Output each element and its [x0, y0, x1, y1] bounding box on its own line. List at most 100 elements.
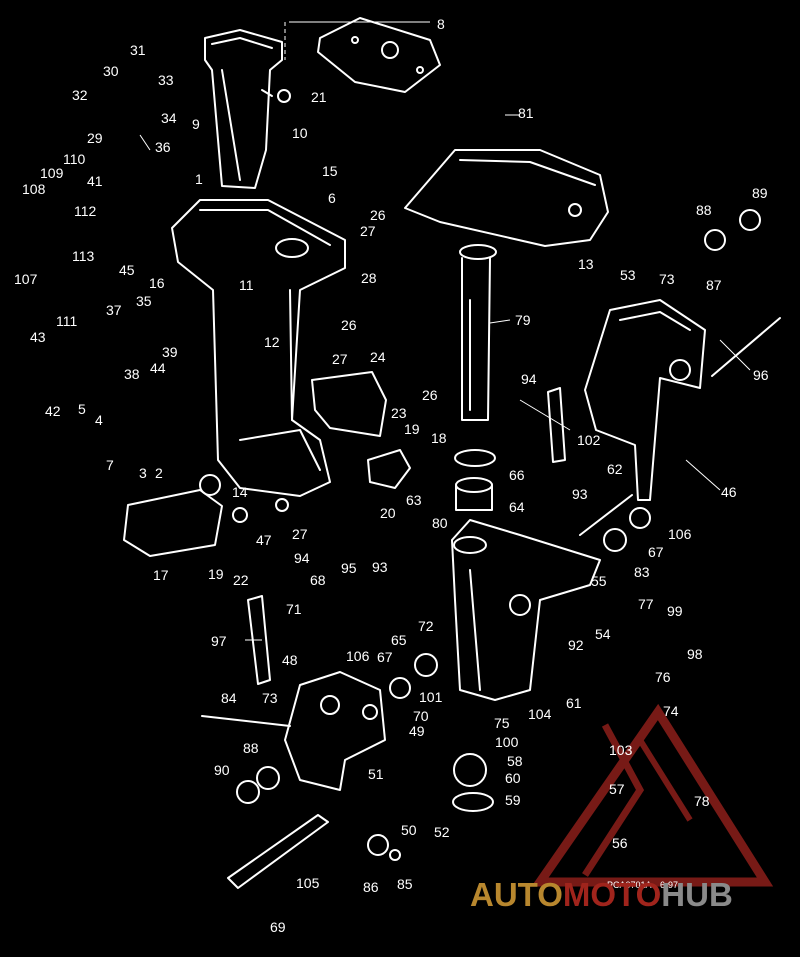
callout-23: 23 [391, 405, 407, 421]
transom-plate-part [227, 814, 329, 889]
callout-3: 3 [139, 465, 147, 481]
callout-22: 22 [233, 572, 249, 588]
callout-56: 56 [612, 835, 628, 851]
watermark-logo-icon [531, 703, 774, 887]
callout-52: 52 [434, 824, 450, 840]
callout-47: 47 [256, 532, 272, 548]
bolt-part [579, 494, 633, 536]
callout-41: 41 [87, 173, 103, 189]
callout-88a: 88 [696, 202, 712, 218]
callout-105: 105 [296, 875, 320, 891]
callout-106b: 106 [346, 648, 370, 664]
callout-21: 21 [311, 89, 327, 105]
callout-92: 92 [568, 637, 584, 653]
callout-26c: 26 [422, 387, 438, 403]
callout-15: 15 [322, 163, 338, 179]
watermark-auto: AUTO [470, 876, 563, 913]
callout-108: 108 [22, 181, 46, 197]
callout-26b: 26 [341, 317, 357, 333]
steering-tube-part [459, 244, 497, 421]
watermark-text: AUTOMOTOHUB [470, 876, 733, 914]
callout-42: 42 [45, 403, 61, 419]
callout-11: 11 [239, 277, 254, 293]
callout-19b: 19 [208, 566, 224, 582]
callout-98: 98 [687, 646, 703, 662]
callout-49: 49 [409, 723, 425, 739]
callout-24: 24 [370, 349, 386, 365]
callout-18: 18 [431, 430, 447, 446]
callout-10: 10 [292, 125, 308, 141]
callout-96: 96 [753, 367, 769, 383]
callout-1: 1 [195, 171, 203, 187]
cover-part [123, 489, 223, 557]
callout-30: 30 [103, 63, 119, 79]
tilt-rod-part [711, 317, 781, 377]
callout-73a: 73 [659, 271, 675, 287]
callout-74: 74 [663, 703, 679, 719]
drawing-date-label: 6-97 [660, 880, 679, 890]
callout-16: 16 [149, 275, 165, 291]
callout-68: 68 [310, 572, 326, 588]
callout-50: 50 [401, 822, 417, 838]
callout-43: 43 [30, 329, 46, 345]
callout-27b: 27 [332, 351, 348, 367]
callout-113: 113 [72, 248, 95, 264]
callout-81: 81 [518, 105, 534, 121]
callout-44: 44 [150, 360, 166, 376]
callout-94a: 94 [521, 371, 537, 387]
tilt-arm-parts [247, 387, 566, 685]
callout-89: 89 [752, 185, 768, 201]
callout-6: 6 [328, 190, 336, 206]
callout-58: 58 [507, 753, 523, 769]
callout-39: 39 [162, 344, 178, 360]
callout-26a: 26 [370, 207, 386, 223]
callout-101: 101 [419, 689, 443, 705]
watermark-moto: MOTO [562, 876, 662, 913]
callout-69: 69 [270, 919, 286, 935]
callout-84: 84 [221, 690, 237, 706]
callout-87: 87 [706, 277, 722, 293]
callout-5: 5 [78, 401, 86, 417]
gasket-plate-part [317, 17, 441, 93]
callout-17: 17 [153, 567, 169, 583]
callout-4: 4 [95, 412, 103, 428]
callout-48: 48 [282, 652, 298, 668]
watermark-hub: HUB [661, 876, 733, 913]
callout-83: 83 [634, 564, 650, 580]
drawing-code-label: PCA0701A [607, 880, 652, 890]
through-bolt-part [201, 715, 291, 727]
callout-12: 12 [264, 334, 280, 350]
callout-35: 35 [136, 293, 152, 309]
callout-80: 80 [432, 515, 448, 531]
callout-66: 66 [509, 467, 525, 483]
callout-54: 54 [595, 626, 611, 642]
callout-2: 2 [155, 465, 163, 481]
callout-8: 8 [437, 16, 445, 32]
callout-46: 46 [721, 484, 737, 500]
callout-27c: 27 [292, 526, 308, 542]
callout-78: 78 [694, 793, 710, 809]
callout-75: 75 [494, 715, 510, 731]
callout-110: 110 [63, 151, 86, 167]
callout-64: 64 [509, 499, 525, 515]
callout-67b: 67 [377, 649, 393, 665]
callout-59: 59 [505, 792, 521, 808]
clamp-bracket-right-part [584, 299, 706, 501]
callout-111: 111 [56, 313, 78, 329]
callout-109: 109 [40, 165, 64, 181]
callout-77: 77 [638, 596, 654, 612]
callout-99: 99 [667, 603, 683, 619]
callout-94b: 94 [294, 550, 310, 566]
callout-72: 72 [418, 618, 434, 634]
callout-100: 100 [495, 734, 519, 750]
callout-70: 70 [413, 708, 429, 724]
callout-93b: 93 [372, 559, 388, 575]
callout-27a: 27 [360, 223, 376, 239]
callout-19a: 19 [404, 421, 420, 437]
callout-104: 104 [528, 706, 552, 722]
callout-9: 9 [192, 116, 200, 132]
callout-57: 57 [609, 781, 625, 797]
callout-86: 86 [363, 879, 379, 895]
callout-31: 31 [130, 42, 146, 58]
